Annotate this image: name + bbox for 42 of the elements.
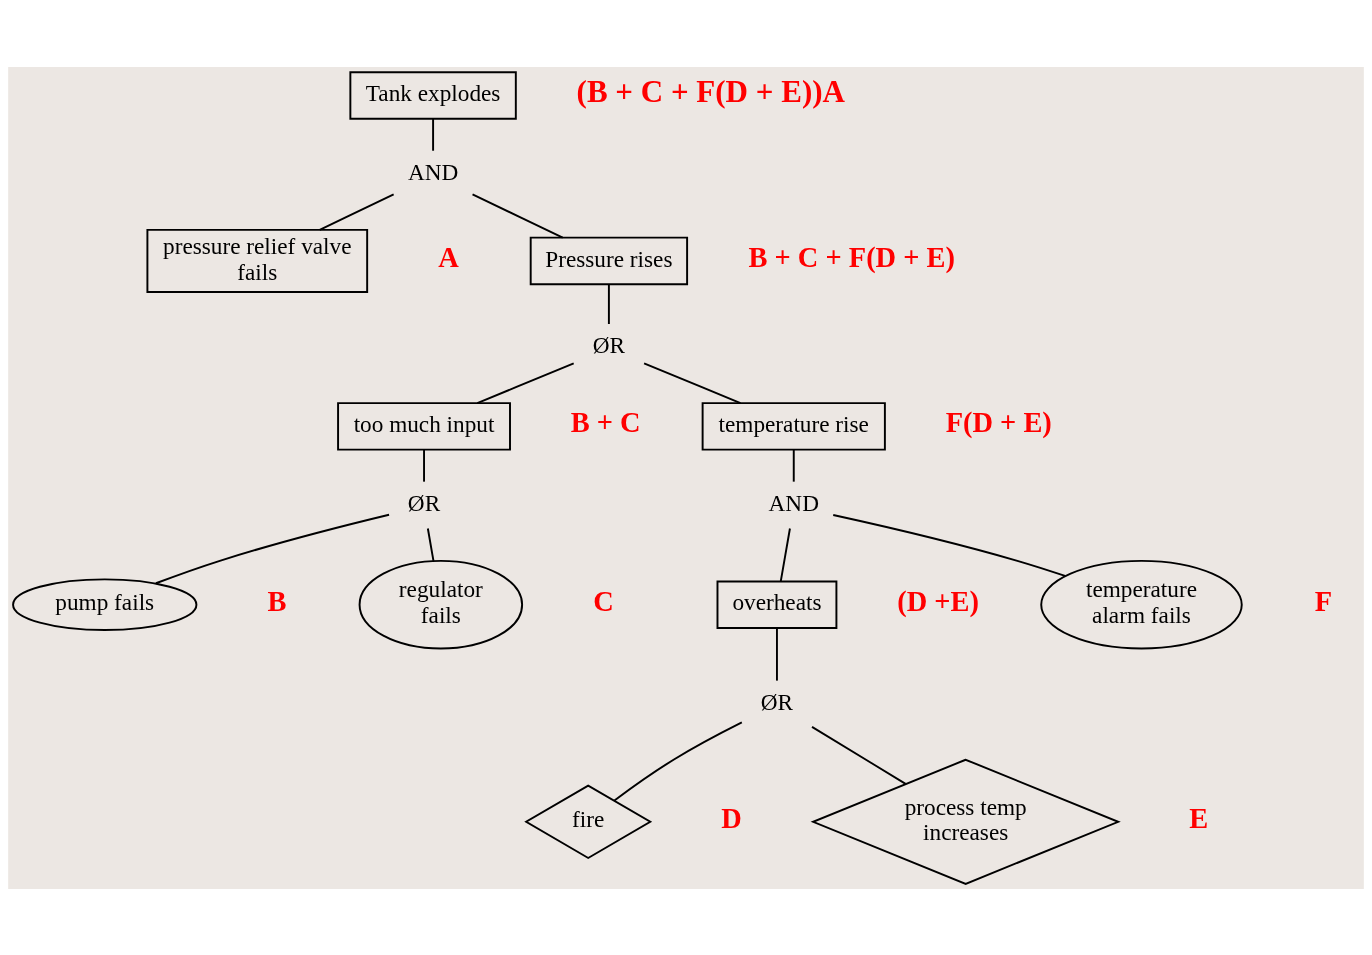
node-box: Pressure rises [529,236,689,285]
node-box: too much input [337,401,511,451]
connector [832,513,1066,577]
connector [779,527,791,582]
node-text: ØR [760,688,794,715]
node-label: F [1314,585,1333,617]
connector [154,513,391,584]
node-label: (D +E) [897,585,979,617]
node-text: ØR [407,489,441,516]
connector [476,361,575,404]
connector [607,282,610,325]
node-label: E [1189,802,1209,834]
node-box: Tank explodes [349,70,517,120]
node-label: D [721,802,742,834]
node-label: A [438,241,459,273]
node-label: C [593,585,614,617]
node-ellipse: pump fails [12,577,198,631]
node-box: pressure relief valve fails [146,228,369,293]
connector [432,117,435,152]
node-diamond: process temp increases [810,758,1121,885]
node-box: temperature rise [701,401,886,451]
node-label: B [267,585,287,617]
connector [423,448,425,483]
connector [318,193,395,231]
node-text: AND [407,158,459,185]
connector [471,193,564,238]
label: (B + C + F(D + E))A [576,73,845,109]
connector [811,725,907,785]
connector [643,361,742,404]
node-label: B + C [570,406,641,438]
node-text: AND [768,489,819,516]
node-label: F(D + E) [945,406,1052,438]
node-ellipse: temperature alarm fails [1040,559,1243,649]
node-label: B + C + F(D + E) [748,241,955,273]
connector [613,720,743,802]
connector [426,527,435,562]
node-box: overheats [716,579,838,629]
node-ellipse: regulator fails [358,559,524,649]
connector [792,448,795,483]
connector [776,626,778,682]
node-text: ØR [592,331,626,358]
node-diamond: fire [524,783,653,859]
